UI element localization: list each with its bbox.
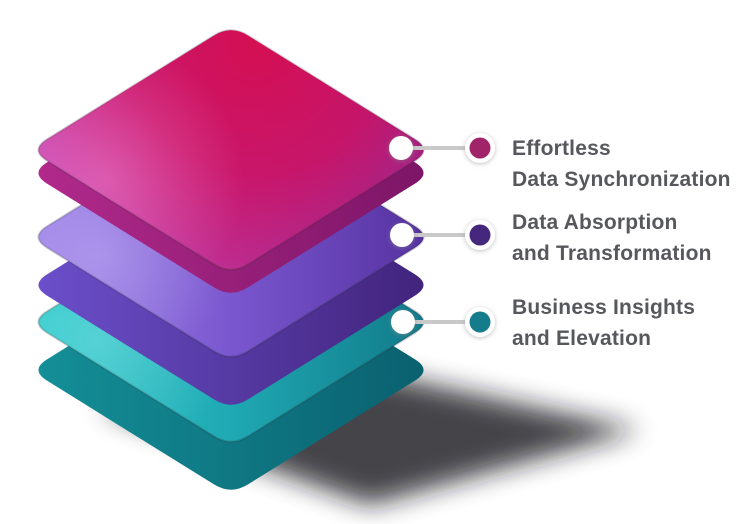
callout-end-dot-1	[469, 137, 491, 159]
callout-3	[391, 307, 495, 337]
callout-anchor-dot-1	[389, 136, 413, 160]
callout-2	[390, 220, 495, 250]
layer-top-pink	[37, 29, 425, 293]
callout-label-3-line-2: and Elevation	[512, 327, 652, 350]
callout-anchor-dot-2	[390, 223, 414, 247]
callout-label-2-line-1: Data Absorption	[512, 211, 678, 234]
callout-label-1-line-1: Effortless	[512, 137, 611, 160]
callout-label-2-line-2: and Transformation	[512, 242, 712, 265]
callout-anchor-dot-3	[391, 310, 415, 334]
callout-label-3: Business Insights and Elevation	[512, 292, 695, 354]
callout-label-1-line-2: Data Synchronization	[512, 168, 731, 191]
callout-end-dot-3	[469, 311, 491, 333]
callout-end-dot-2	[469, 224, 491, 246]
callout-1	[389, 133, 495, 163]
callout-label-3-line-1: Business Insights	[512, 296, 696, 319]
callout-label-1: Effortless Data Synchronization	[512, 133, 731, 195]
layer-top-sheen	[38, 30, 424, 270]
callout-label-2: Data Absorption and Transformation	[512, 207, 712, 269]
